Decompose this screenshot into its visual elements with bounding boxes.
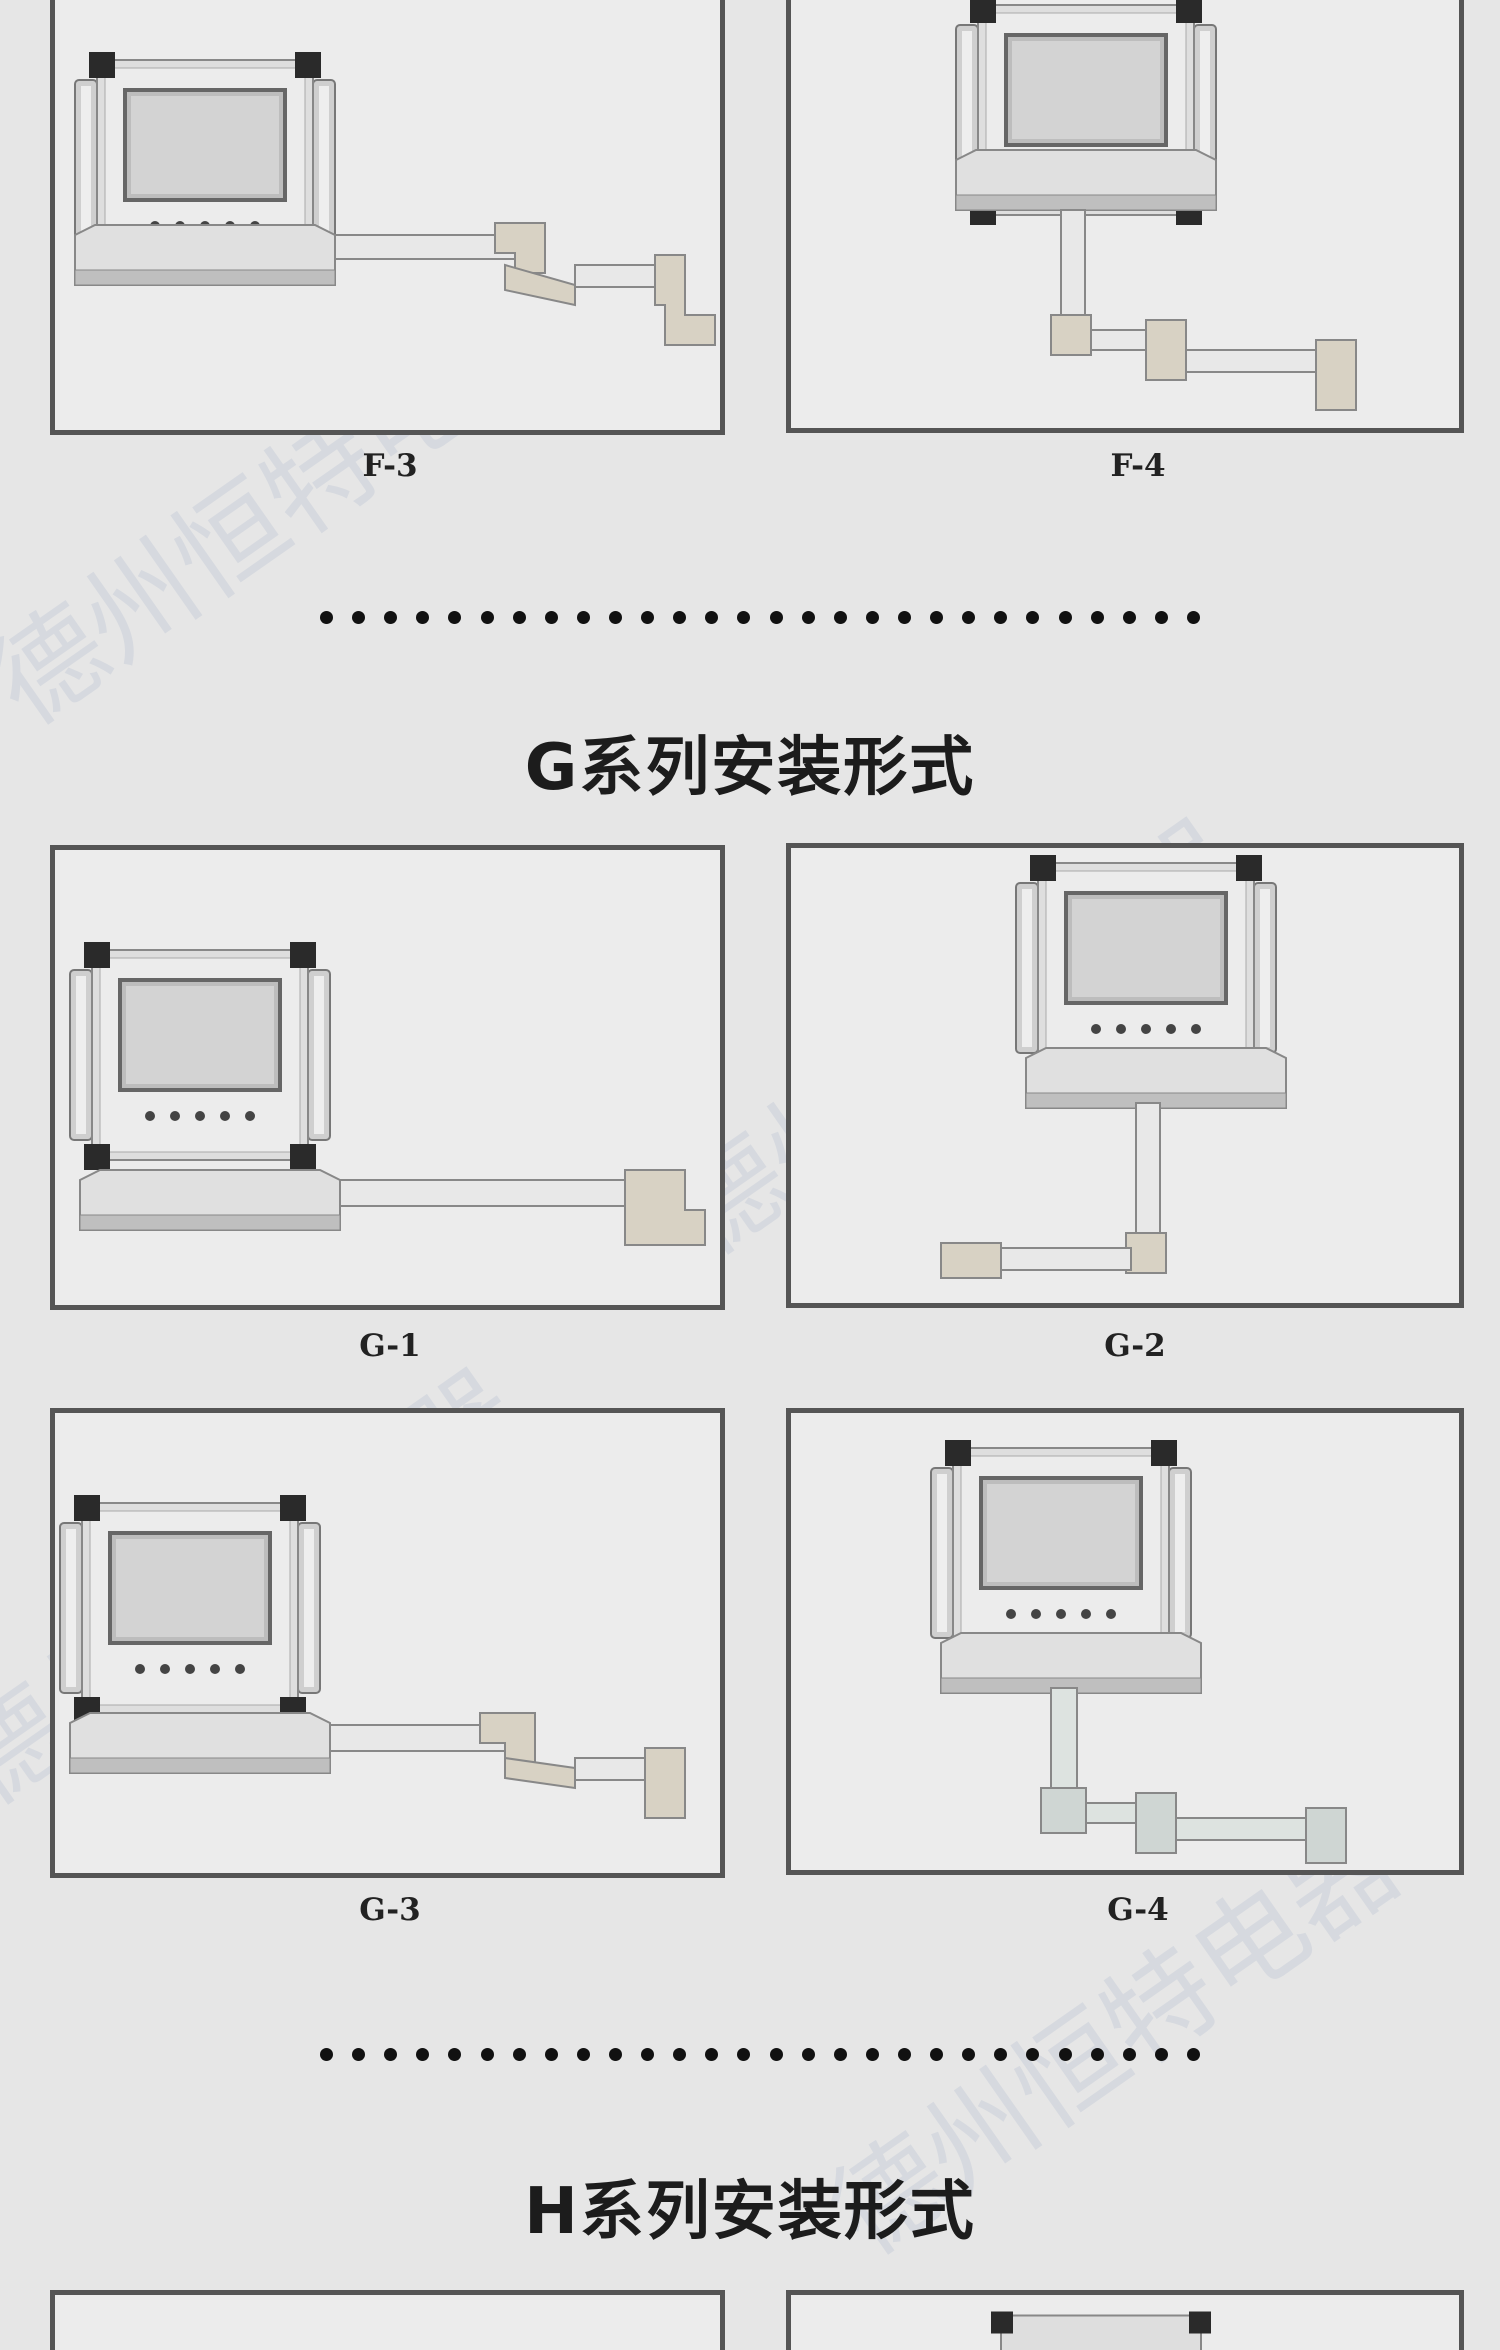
- product-panel-g3: [50, 1408, 725, 1878]
- dot-separator: [320, 2044, 1200, 2064]
- caption-g4: G-4: [988, 1892, 1288, 1928]
- caption-f4: F-4: [988, 448, 1288, 484]
- product-image-h2: [791, 2295, 1459, 2350]
- product-image-g4: [791, 1413, 1459, 1870]
- product-panel-g2: [786, 843, 1464, 1308]
- product-panel-f3: [50, 0, 725, 435]
- product-panel-g1: [50, 845, 725, 1310]
- caption-g2: G-2: [985, 1328, 1285, 1364]
- product-panel-f4: [786, 0, 1464, 433]
- product-image-g3: [55, 1413, 720, 1873]
- dot-separator: [320, 607, 1200, 627]
- section-title-h: H系列安装形式: [0, 2160, 1500, 2252]
- product-image-f4: [791, 0, 1459, 428]
- product-image-g2: [791, 848, 1459, 1303]
- product-panel-h2: [786, 2290, 1464, 2350]
- caption-g3: G-3: [240, 1892, 540, 1928]
- product-panel-g4: [786, 1408, 1464, 1875]
- caption-g1: G-1: [240, 1328, 540, 1364]
- caption-f3: F-3: [240, 448, 540, 484]
- section-title-g: G系列安装形式: [0, 716, 1500, 808]
- product-image-f3: [55, 0, 720, 430]
- product-image-g1: [55, 850, 720, 1305]
- product-panel-h1: [50, 2290, 725, 2350]
